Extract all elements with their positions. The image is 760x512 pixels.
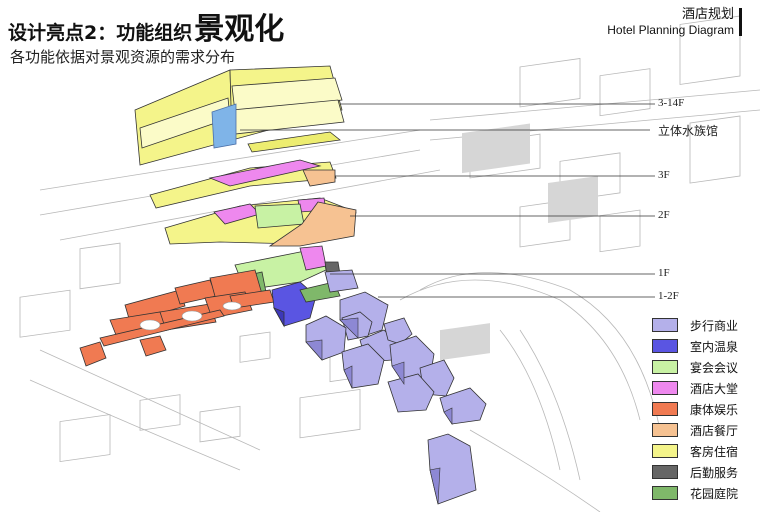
legend-item: 客房住宿	[652, 442, 738, 460]
callout-3-14f: 3-14F	[658, 97, 685, 109]
legend-label: 花园庭院	[690, 486, 739, 501]
page-title-prefix: 设计亮点2：功能组织	[8, 22, 193, 44]
callout-1-2f: 1-2F	[658, 290, 679, 302]
recreation-courtyards	[139, 301, 242, 331]
commercial-blocks	[305, 291, 487, 505]
legend-swatch	[652, 465, 678, 479]
legend-item: 花园庭院	[652, 484, 738, 502]
legend-label: 室内温泉	[690, 339, 739, 354]
legend-swatch	[652, 486, 678, 500]
brand-cn: 酒店规划	[681, 7, 734, 22]
legend-swatch	[652, 360, 678, 374]
legend-swatch	[652, 402, 678, 416]
callout-2f: 2F	[658, 209, 670, 221]
legend-swatch	[652, 318, 678, 332]
legend-swatch	[652, 339, 678, 353]
legend-item: 步行商业	[652, 316, 738, 334]
brand-en: Hotel Planning Diagram	[607, 23, 734, 37]
legend-label: 酒店大堂	[690, 381, 739, 396]
garden-block	[299, 269, 359, 303]
legend-item: 康体娱乐	[652, 400, 738, 418]
legend-item: 室内温泉	[652, 337, 738, 355]
brand-divider	[739, 8, 742, 36]
page-title-emphasis: 景观化	[194, 12, 285, 47]
page-subtitle: 各功能依据对景观资源的需求分布	[10, 48, 236, 66]
commercial-shading	[305, 317, 453, 505]
callout-aquarium: 立体水族馆	[658, 124, 719, 138]
legend-item: 宴会会议	[652, 358, 738, 376]
legend-item: 后勤服务	[652, 463, 738, 481]
legend-label: 宴会会议	[690, 360, 739, 375]
floor-3f	[149, 159, 337, 209]
legend-swatch	[652, 423, 678, 437]
legend-item: 酒店大堂	[652, 379, 738, 397]
tower-rooms	[134, 65, 345, 166]
page-title: 设计亮点2：功能组织 景观化	[8, 4, 284, 47]
legend-swatch	[652, 381, 678, 395]
callout-3f: 3F	[658, 169, 670, 181]
floor-2f	[164, 197, 357, 247]
legend-swatch	[652, 444, 678, 458]
legend-label: 客房住宿	[690, 444, 739, 459]
callout-leaders	[240, 103, 655, 298]
site-context	[19, 15, 760, 512]
legend-label: 步行商业	[690, 318, 739, 333]
callout-1f: 1F	[658, 267, 670, 279]
legend-label: 康体娱乐	[690, 402, 739, 417]
legend-item: 酒店餐厅	[652, 421, 738, 439]
brand-block: 酒店规划 Hotel Planning Diagram	[607, 6, 734, 38]
site-shadows	[440, 123, 598, 361]
legend-label: 后勤服务	[690, 465, 739, 480]
legend-label: 酒店餐厅	[690, 423, 739, 438]
